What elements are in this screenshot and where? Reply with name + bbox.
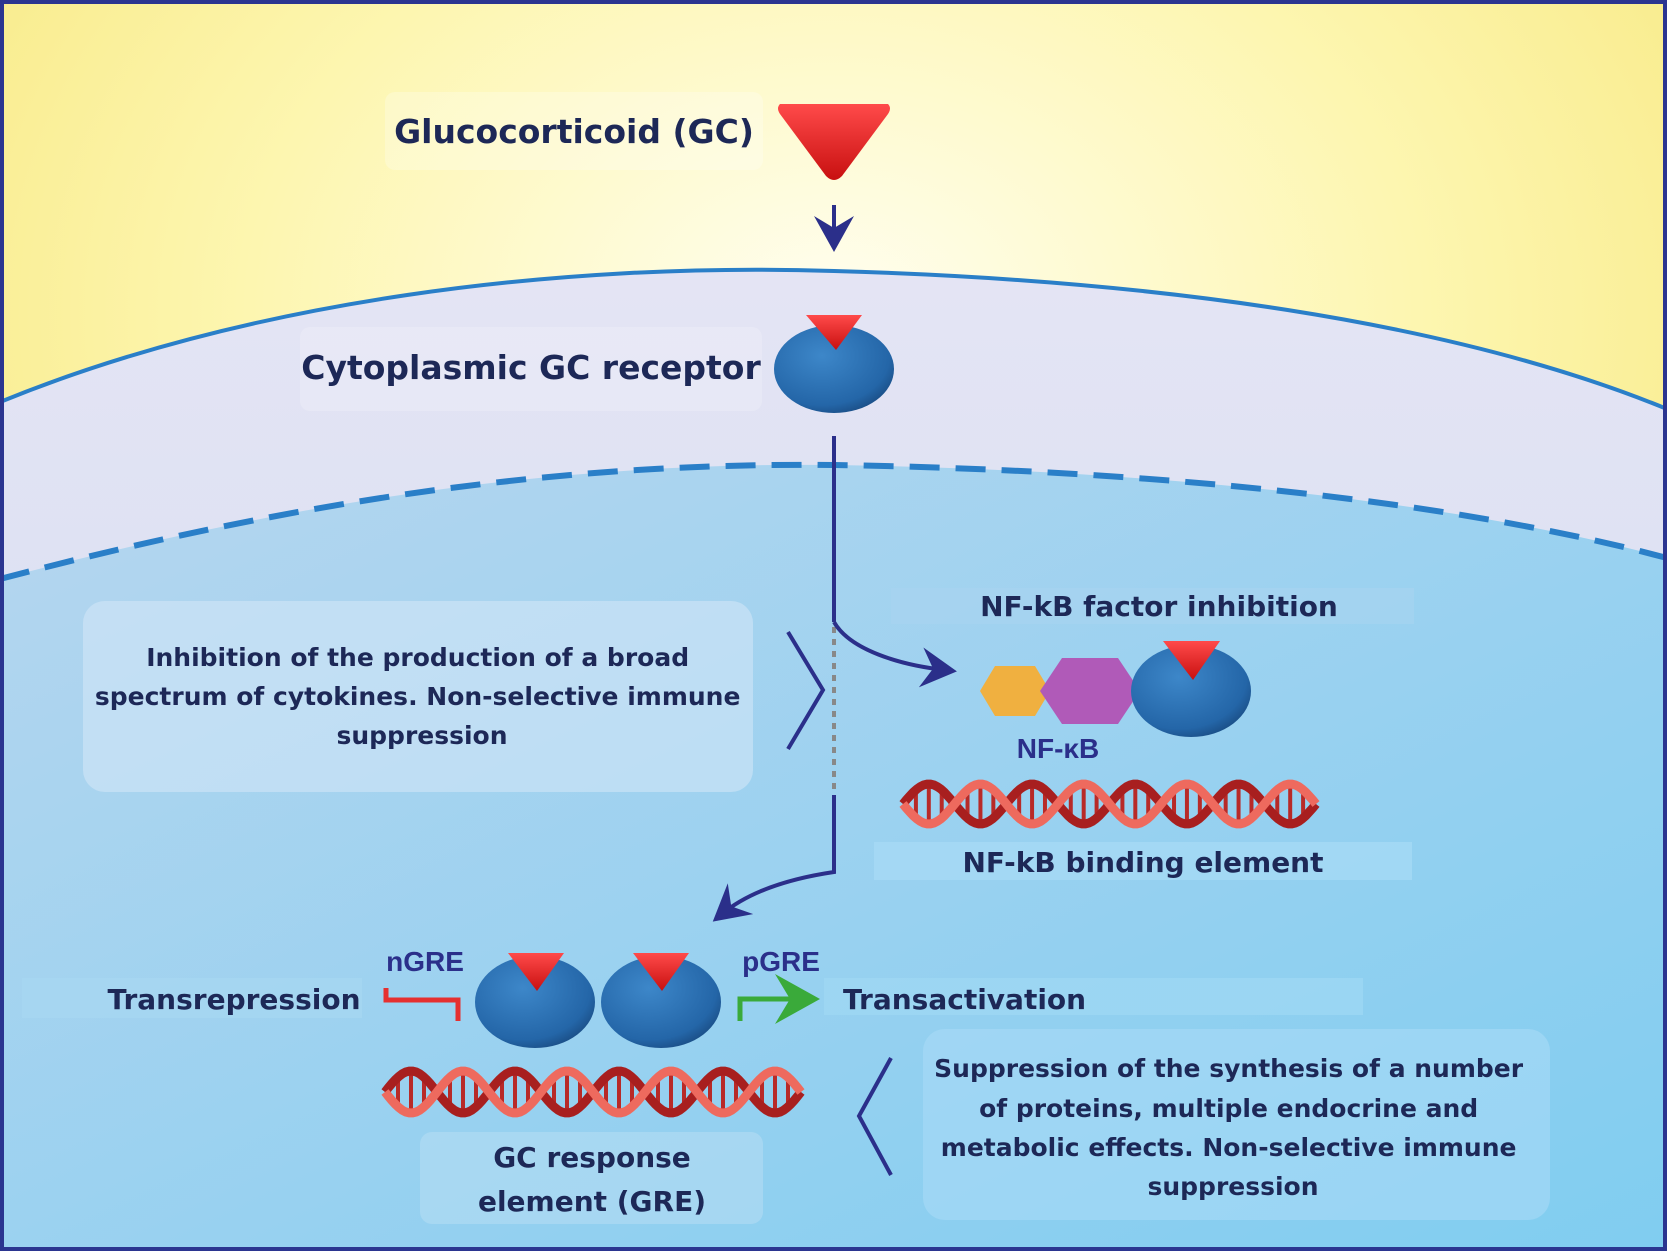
bound-ligand-icon [806, 315, 862, 350]
gre-label-line2: element (GRE) [478, 1185, 706, 1218]
gre-receptor-2-icon [601, 956, 721, 1048]
ngre-label: nGRE [386, 946, 464, 977]
nfkb-binding-element-label: NF-kB binding element [962, 846, 1323, 879]
left-bracket [786, 630, 826, 751]
receptor-label-box [300, 327, 762, 411]
nfkb-label: NF-κB [1017, 733, 1099, 764]
dna-strand [381, 1066, 805, 1118]
nfkb-subunit-purple-icon [1040, 658, 1140, 724]
gre-arrow [712, 795, 836, 922]
gc-label-box [385, 92, 763, 170]
transactivation-label-box [824, 978, 1363, 1015]
activation-arrow-icon [737, 974, 820, 1024]
cytoplasmic-receptor-label: Cytoplasmic GC receptor [301, 348, 761, 387]
gre-label-line1: GC response [493, 1141, 691, 1174]
receptor-icon [774, 325, 894, 413]
cell-membrane [0, 267, 1667, 411]
nfkb-receptor-icon [1131, 645, 1251, 737]
right-bracket [856, 1057, 893, 1176]
nfkb-inhibition-label-box [891, 588, 1414, 624]
gre-ligand-1-icon [508, 953, 564, 991]
right-description-text: Suppression of the synthesis of a number… [934, 1054, 1532, 1201]
repression-icon [383, 988, 461, 1021]
nfkb-ligand-icon [1163, 641, 1220, 680]
pgre-label: pGRE [742, 946, 820, 977]
glucocorticoid-triangle-icon [778, 104, 890, 180]
nfkb-binding-label-box [874, 842, 1412, 880]
gre-dna-helix-icon [381, 1066, 805, 1118]
nfkb-subunit-yellow-icon [980, 666, 1050, 716]
gre-ligand-2-icon [633, 953, 689, 991]
left-description-text: Inhibition of the production of a broad … [95, 643, 749, 750]
transrepression-label-box [22, 978, 362, 1018]
nfkb-dna-helix-icon [899, 779, 1320, 829]
transactivation-label: Transactivation [843, 983, 1086, 1016]
dna-strand [899, 779, 1320, 829]
nfkb-inhibition-label: NF-kB factor inhibition [980, 590, 1338, 623]
glucocorticoid-label: Glucocorticoid (GC) [394, 112, 754, 151]
transrepression-label: Transrepression [107, 983, 360, 1016]
gre-label-box [420, 1132, 763, 1224]
right-description-box [923, 1029, 1550, 1220]
left-description-box [83, 601, 753, 792]
nfkb-arrow [832, 620, 957, 688]
gre-receptor-1-icon [475, 956, 595, 1048]
